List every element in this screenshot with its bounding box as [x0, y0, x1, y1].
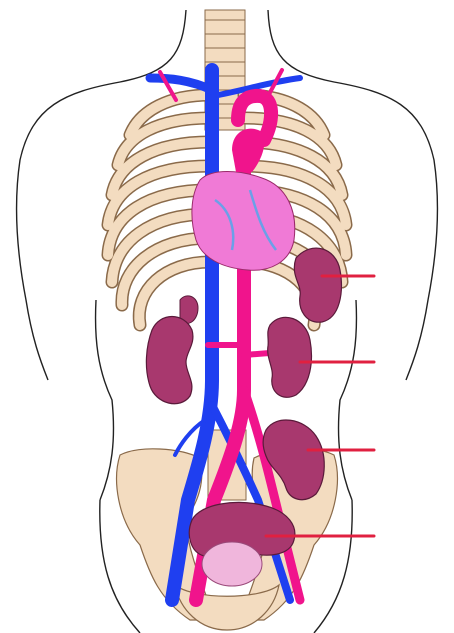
kidney-right — [268, 317, 312, 397]
kidney-left — [146, 317, 193, 404]
organ-right-upper — [294, 248, 341, 322]
bladder — [202, 542, 262, 586]
